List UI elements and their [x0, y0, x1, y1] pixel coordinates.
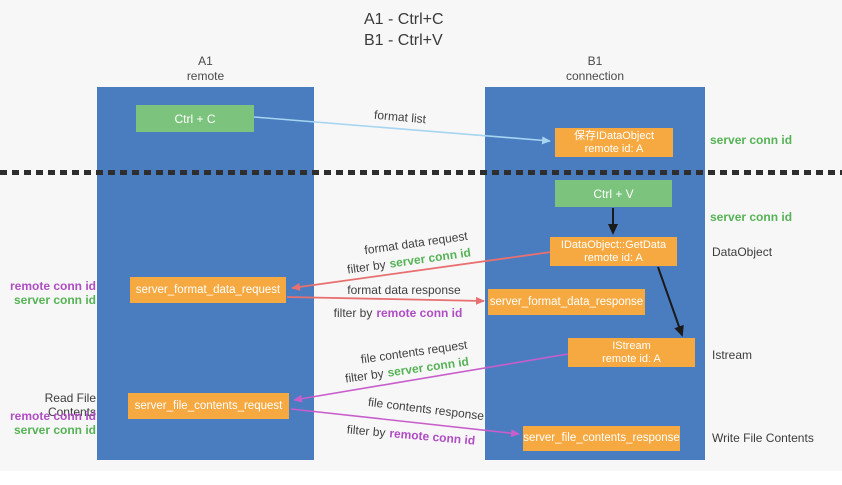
right-label-istream: Istream [712, 348, 753, 362]
istream-line2: remote id: A [602, 352, 661, 365]
lane-b-header: B1 connection [485, 54, 705, 84]
node-save-dataobject: 保存IDataObject remote id: A [555, 128, 673, 157]
node-ctrl-v: Ctrl + V [555, 180, 672, 207]
node-idataobject-getdata: IDataObject::GetData remote id: A [550, 237, 677, 266]
left-server-conn-id-bottom: server conn id [13, 423, 96, 437]
save-dataobject-line2: remote id: A [584, 142, 644, 155]
phase-divider-dotted-line [0, 170, 842, 175]
edge-label-format-data-response: format data response [347, 283, 461, 297]
file-request-label: server_file_contents_request [134, 399, 283, 412]
node-server-format-data-response: server_format_data_response [488, 289, 645, 315]
left-conn-id-pair-bottom: remote conn id server conn id [0, 409, 96, 437]
left-conn-id-pair-top: remote conn id server conn id [0, 279, 96, 307]
ctrl-c-label: Ctrl + C [174, 111, 216, 126]
right-label-server-conn-id-mid: server conn id [710, 210, 793, 224]
lane-a-id: A1 [198, 54, 213, 68]
left-remote-conn-id-bottom: remote conn id [9, 409, 96, 423]
arrow-format-list [253, 116, 551, 145]
left-label-read-file-contents: Read File Contents [44, 391, 96, 419]
arrow-file-contents-response [290, 408, 520, 438]
file-response-label: server_file_contents_response [523, 432, 680, 444]
arrow-format-data-request [291, 251, 552, 291]
arrow-getdata-to-istream [657, 266, 684, 337]
lane-a-role: remote [186, 69, 225, 83]
lane-b-id: B1 [587, 54, 603, 68]
right-label-write-file-contents: Write File Contents [712, 431, 814, 445]
filter-by-text: filter by [333, 306, 373, 320]
diagram-title: A1 - Ctrl+C B1 - Ctrl+V [364, 9, 444, 51]
remote-conn-id-key: remote conn id [376, 306, 463, 320]
title-line-paste: B1 - Ctrl+V [364, 32, 443, 49]
save-dataobject-line1: 保存IDataObject [573, 129, 655, 142]
getdata-line2: remote id: A [584, 251, 643, 264]
istream-line1: IStream [612, 339, 651, 352]
left-server-conn-id-top: server conn id [13, 293, 96, 307]
arrow-format-data-response [286, 296, 485, 305]
node-ctrl-c: Ctrl + C [136, 105, 254, 132]
node-server-format-data-request: server_format_data_request [130, 277, 286, 303]
format-response-label: server_format_data_response [489, 295, 644, 308]
title-line-copy: A1 - Ctrl+C [364, 11, 444, 28]
lane-b-role: connection [565, 69, 625, 83]
ctrl-v-label: Ctrl + V [593, 186, 634, 201]
right-label-dataobject: DataObject [712, 245, 773, 259]
getdata-line1: IDataObject::GetData [560, 238, 667, 251]
node-istream: IStream remote id: A [568, 338, 695, 367]
arrow-file-contents-request [293, 353, 569, 403]
left-remote-conn-id-top: remote conn id [9, 279, 96, 293]
format-request-label: server_format_data_request [135, 283, 281, 296]
node-server-file-contents-response: server_file_contents_response [523, 426, 680, 451]
bottom-strip [0, 471, 842, 485]
lane-a-header: A1 remote [97, 54, 314, 84]
node-server-file-contents-request: server_file_contents_request [128, 393, 289, 419]
right-label-server-conn-id-top: server conn id [710, 133, 793, 147]
